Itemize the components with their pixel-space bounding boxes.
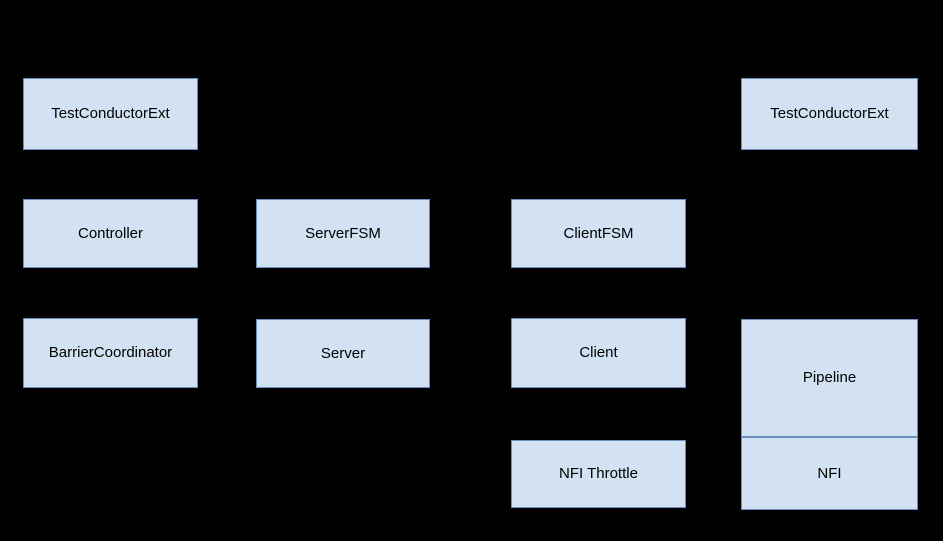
node-controller[interactable]: Controller (23, 199, 198, 268)
node-server[interactable]: Server (256, 319, 430, 388)
node-nfi[interactable]: NFI (741, 437, 918, 510)
node-label: Client (579, 344, 618, 361)
node-label: Controller (77, 224, 144, 242)
node-label: NFI (817, 464, 842, 482)
node-test-conductor-ext-left[interactable]: TestConductorExt (23, 78, 198, 150)
node-nfi-throttle[interactable]: NFI Throttle (511, 440, 686, 508)
node-label: ClientFSM (563, 224, 634, 242)
node-label: Server (320, 344, 366, 362)
node-label: BarrierCoordinator (48, 344, 173, 361)
node-label: Pipeline (802, 369, 857, 386)
node-test-conductor-ext-right[interactable]: TestConductorExt (741, 78, 918, 150)
node-pipeline[interactable]: Pipeline (741, 319, 918, 437)
node-label: ServerFSM (305, 224, 381, 242)
node-label: TestConductorExt (51, 105, 170, 122)
node-client-fsm[interactable]: ClientFSM (511, 199, 686, 268)
node-server-fsm[interactable]: ServerFSM (256, 199, 430, 268)
node-client[interactable]: Client (511, 318, 686, 388)
node-label: TestConductorExt (770, 105, 889, 122)
node-label: NFI Throttle (559, 465, 638, 482)
node-barrier-coordinator[interactable]: BarrierCoordinator (23, 318, 198, 388)
